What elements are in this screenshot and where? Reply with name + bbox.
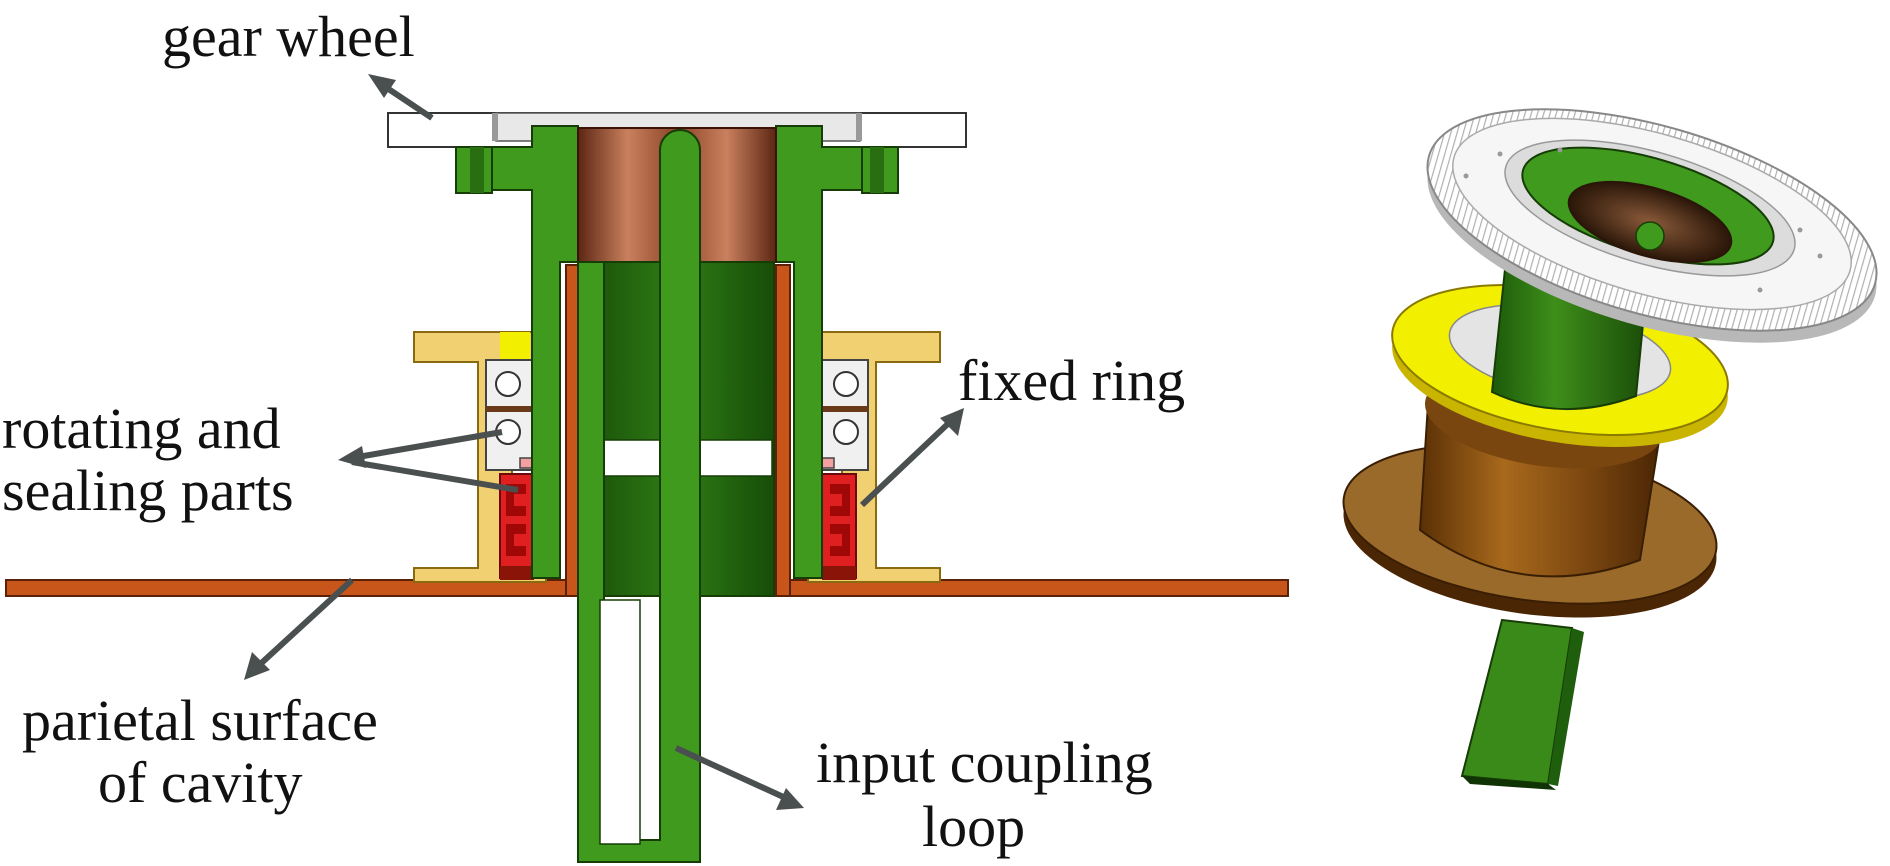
device-3d-render: [1342, 108, 1878, 790]
rotating-housing: [455, 125, 899, 579]
arrows: [244, 74, 964, 810]
labels: gear wheel fixed ring rotating and seali…: [2, 4, 1185, 859]
sealing-parts-right: [821, 473, 857, 580]
label-rotating-line1: rotating and: [2, 396, 281, 461]
sealing-parts-left: [499, 473, 535, 580]
label-parietal-line2: of cavity: [98, 750, 303, 815]
gear-wheel-3d: [1426, 108, 1878, 343]
label-gear-wheel: gear wheel: [162, 4, 415, 69]
label-parietal-line1: parietal surface: [22, 688, 378, 753]
label-input-line2: loop: [922, 794, 1025, 859]
label-fixed-ring: fixed ring: [958, 348, 1185, 413]
cross-section: [5, 74, 1289, 863]
label-rotating-line2: sealing parts: [2, 458, 294, 523]
shaft-3d: [1460, 618, 1584, 790]
input-coupling-loop: [577, 129, 701, 863]
label-input-line1: input coupling: [816, 730, 1153, 795]
parietal-surface: [5, 264, 1289, 597]
bearing-right: [811, 359, 869, 471]
